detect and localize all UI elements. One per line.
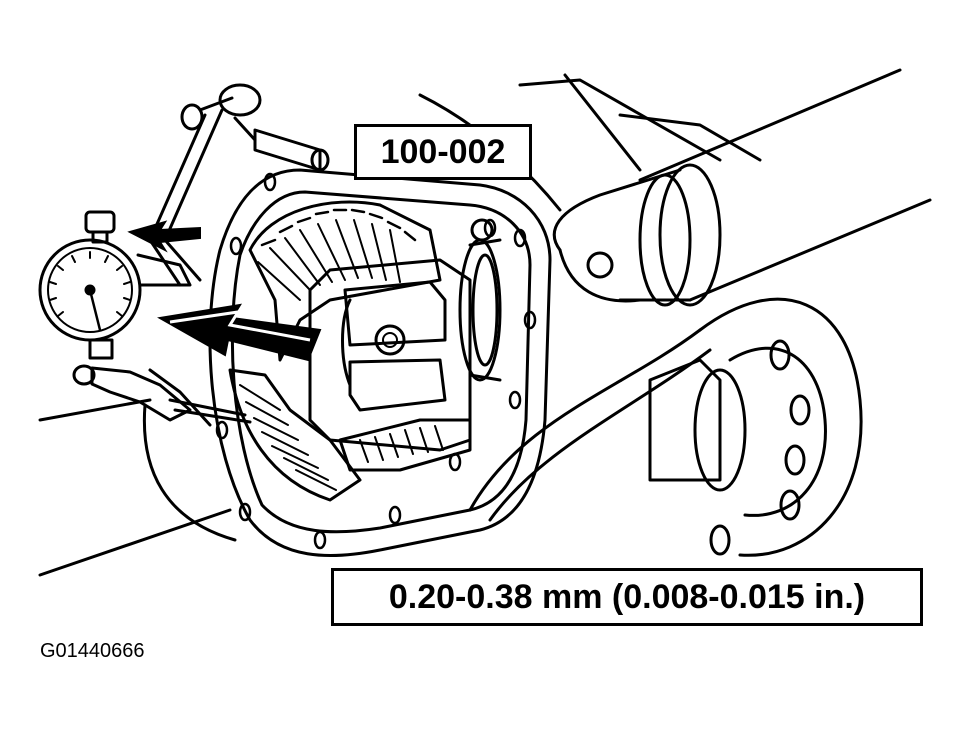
- flange-bolts: [215, 172, 537, 550]
- tool-number-callout: 100-002: [354, 124, 532, 180]
- backlash-spec-callout: 0.20-0.38 mm (0.008-0.015 in.): [331, 568, 923, 626]
- hub-flange: [648, 297, 863, 557]
- figure-code-label: G01440666: [40, 640, 145, 662]
- side-bearing: [458, 218, 502, 382]
- arrow-icon: [127, 220, 322, 362]
- ring-gear: [228, 200, 442, 502]
- dial-indicator-icon: [38, 210, 252, 427]
- axle-tube: [468, 68, 932, 522]
- pinion-gear: [338, 418, 472, 472]
